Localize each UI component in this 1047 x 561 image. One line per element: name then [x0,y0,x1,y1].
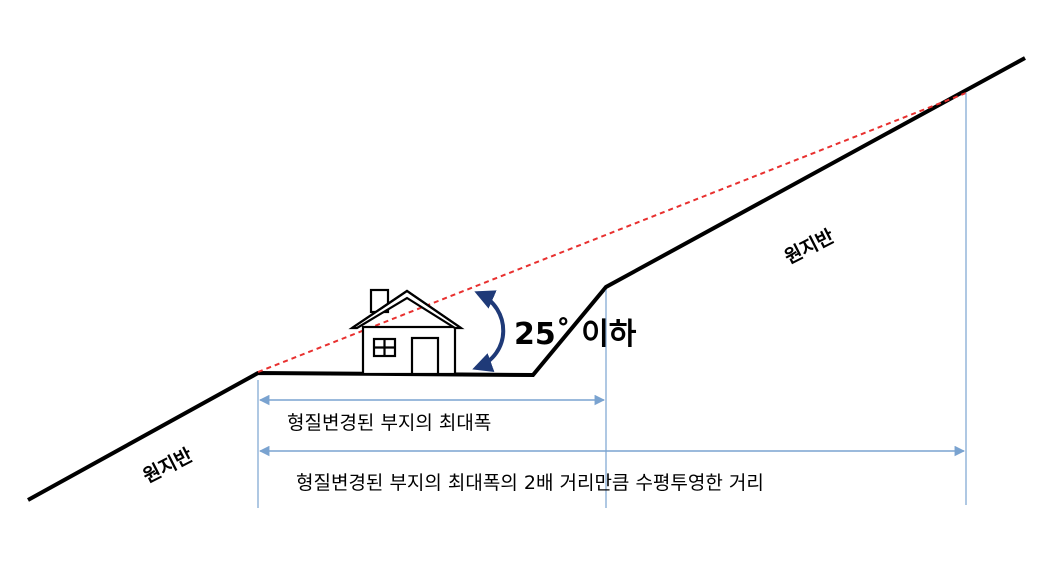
projection-distance-label: 형질변경된 부지의 최대폭의 2배 거리만큼 수평투영한 거리 [296,472,764,494]
angle-arc-arrow [472,290,506,372]
site-width-label: 형질변경된 부지의 최대폭 [287,412,491,434]
ground-label-right: 원지반 [781,225,838,269]
slope-limit-dashed-line [257,92,967,373]
ground-profile-line [27,56,1026,502]
ground-label-left: 원지반 [140,444,197,488]
house-icon [348,288,465,376]
angle-limit-label: 25˚ 이하 [514,316,637,352]
